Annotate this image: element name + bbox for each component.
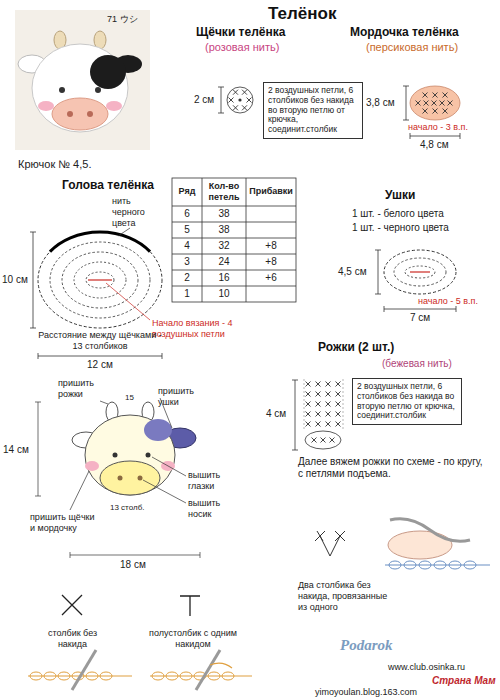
annotation-text: вышить глазки	[188, 470, 240, 492]
annotation-text: 4,8 см	[420, 139, 449, 151]
table-cell: 32	[202, 240, 246, 252]
table-cell: 24	[202, 256, 246, 268]
annotation-text: 4 см	[266, 408, 286, 420]
annotation-text: Крючок № 4,5.	[18, 158, 91, 171]
table-cell: +8	[246, 240, 296, 252]
table-cell: 4	[172, 240, 202, 252]
box-text: 2 воздушных петли, 6 столбиков без накид…	[268, 86, 358, 135]
annotation-text: 1 шт. - белого цвета	[352, 208, 444, 220]
table-cell: 5	[172, 224, 202, 236]
watermark: Страна Мам	[432, 675, 496, 687]
annotation-text: 12 см	[87, 359, 113, 371]
annotation-text: 4,5 см	[338, 266, 367, 278]
section-heading: Щёчки телёнка	[196, 25, 285, 39]
annotation-text: Расстояние между щёчками - 13 столбиков	[35, 330, 165, 352]
stitch-symbols	[62, 595, 200, 616]
page-title: Телёнок	[268, 4, 336, 24]
annotation-text: 10 см	[2, 274, 28, 286]
instruction-box: 2 воздушных петли, 6 столбиков без накид…	[263, 82, 363, 139]
table-cell: 38	[202, 224, 246, 236]
annotation-text: полустолбик с одним накидом	[148, 628, 238, 650]
annotation-text: пришить рожки	[58, 378, 116, 400]
annotation-text: www.club.osinka.ru	[388, 662, 465, 673]
start-note: начало - 3 в.п.	[408, 122, 468, 133]
table-cell: 3	[172, 256, 202, 268]
table-cell: 38	[202, 208, 246, 220]
table-cell: +8	[246, 256, 296, 268]
yarn-color-note: (бежевая нить)	[382, 358, 452, 370]
watermark: Podarok	[340, 636, 393, 654]
annotation-text: 15	[125, 393, 134, 403]
horn-chart	[292, 379, 343, 450]
instruction-box: 2 воздушных петли, 6 столбиков без накид…	[352, 378, 462, 425]
section-heading: Рожки (2 шт.)	[318, 340, 394, 354]
annotation-text: 3,8 см	[366, 97, 395, 109]
start-note: Начало вязания - 4 воздушных петли	[152, 318, 277, 340]
section-heading: Мордочка телёнка	[350, 25, 459, 39]
table-cell: Ряд	[172, 186, 202, 197]
annotation-text: 71 ウシ	[107, 14, 138, 25]
table-cell: Кол-во петель	[202, 181, 246, 203]
table-cell: Прибавки	[246, 186, 296, 197]
section-heading: Голова телёнка	[62, 178, 154, 192]
annotation-text: пришить ушки	[158, 386, 210, 408]
annotation-text: 18 см	[120, 559, 146, 571]
box-text: 2 воздушных петли, 6 столбиков без накид…	[357, 382, 457, 421]
annotation-text: 7 см	[410, 312, 430, 324]
stitch-drawings	[28, 650, 252, 690]
annotation-text: yimoyoulan.blog.163.com	[315, 687, 417, 698]
rows-table	[172, 178, 296, 302]
table-cell: 10	[202, 288, 246, 300]
table-cell: 16	[202, 272, 246, 284]
yarn-color-note: (персиковая нить)	[366, 41, 458, 54]
cheek-chart	[218, 87, 253, 113]
annotation-text: нить черного цвета	[112, 196, 162, 228]
start-note: начало - 5 в.п.	[418, 296, 478, 307]
table-cell: 2	[172, 272, 202, 284]
annotation-text: 2 см	[194, 94, 214, 106]
annotation-text: вышить носик	[188, 498, 240, 520]
annotation-text: Далее вяжем рожки по схеме - по кругу, с…	[298, 456, 488, 480]
table-cell: +6	[246, 272, 296, 284]
table-cell: 1	[172, 288, 202, 300]
yarn-color-note: (розовая нить)	[205, 41, 279, 54]
annotation-text: пришить щёчки и мордочку	[30, 512, 102, 534]
table-cell: 6	[172, 208, 202, 220]
calf-photo	[15, 10, 150, 150]
increase-stitch-drawing	[315, 519, 490, 569]
annotation-text: 13 столб.	[110, 503, 144, 513]
annotation-text: столбик без накида	[35, 628, 110, 650]
section-heading: Ушки	[385, 188, 415, 202]
annotation-text: 14 см	[3, 444, 29, 456]
annotation-text: 1 шт. - черного цвета	[352, 222, 449, 234]
assembly-sketch	[35, 398, 200, 558]
annotation-text: Два столбика без накида, провязанные из …	[298, 580, 398, 612]
